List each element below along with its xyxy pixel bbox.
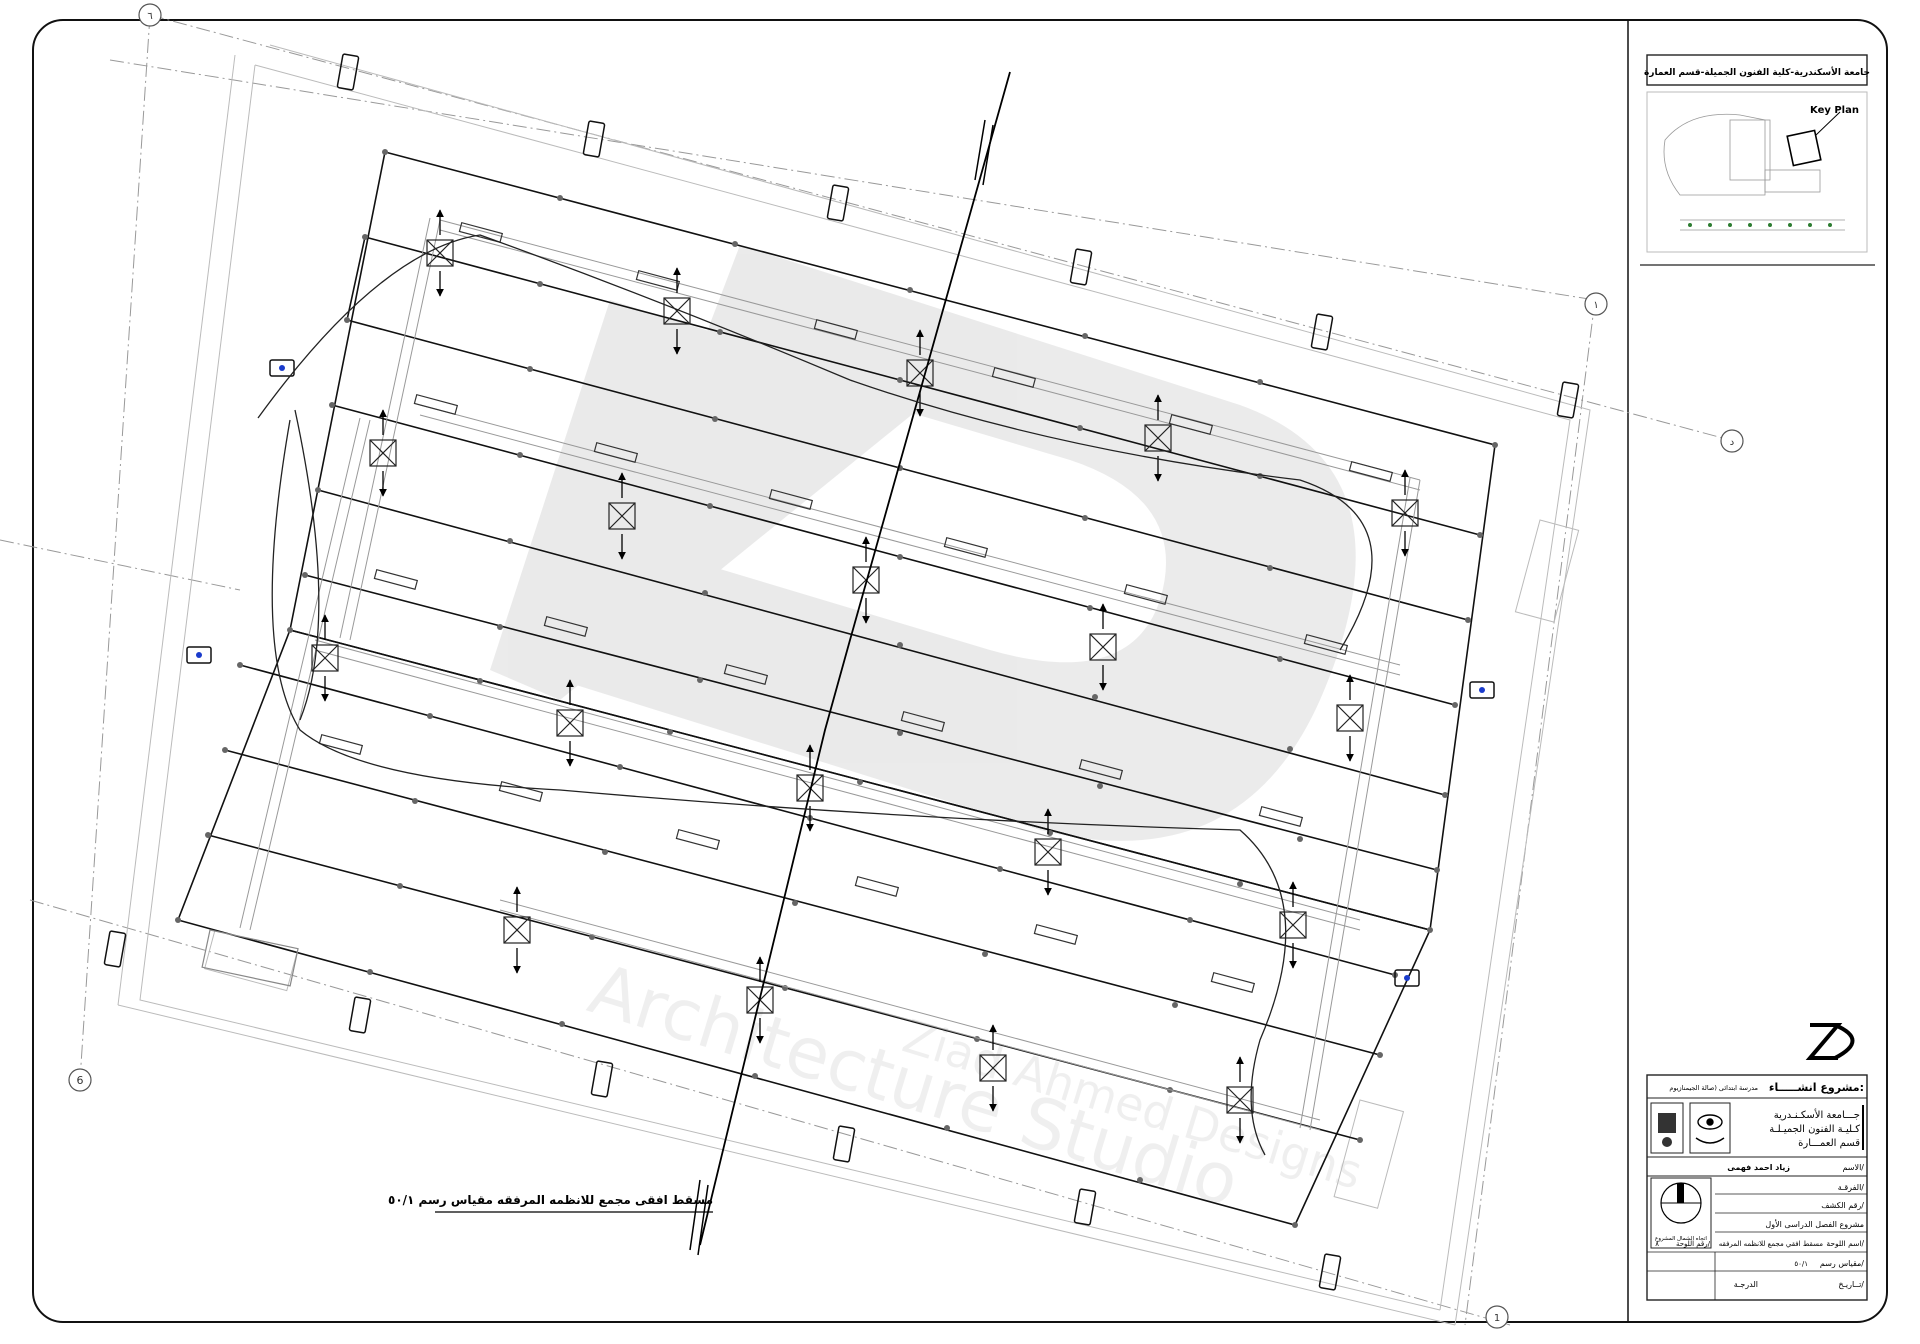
scale-value: ٥٠/١ <box>1794 1260 1808 1268</box>
uni-line-3: قسم العمـــارة <box>1798 1138 1860 1149</box>
grid-bubble-top-right: ١ <box>1593 300 1598 311</box>
grid-lines <box>0 14 1731 1326</box>
ahu-unit <box>201 929 299 987</box>
key-plan-label: Key Plan <box>1810 105 1859 116</box>
perimeter-columns <box>103 53 1580 1291</box>
key-plan-sketch <box>1663 113 1845 231</box>
scale-label: مقياس رسم/ <box>1820 1259 1864 1268</box>
grid-bubble-bottom-right: 1 <box>1494 1313 1500 1324</box>
title-block: جامعة الأسكندرية-كلية الفنون الجميلة-قسم… <box>1640 54 1875 1301</box>
list-label: رقم الكشف/ <box>1821 1201 1864 1210</box>
diffuser-arrows <box>321 209 1409 1144</box>
sheet-no-value: ٨ <box>1655 1240 1659 1248</box>
grade-mark-label: الدرجـة <box>1734 1280 1758 1289</box>
course-name: مشروع الفصل الدراسى الأول <box>1765 1219 1864 1229</box>
seal-box-left <box>1650 1102 1684 1154</box>
north-label: اتجاه الشمال المشروع <box>1655 1236 1707 1242</box>
section-cut-line <box>689 71 1011 1256</box>
electrical-circuit <box>257 234 1373 1156</box>
seal-icon <box>1658 1113 1676 1147</box>
key-plan-highlight <box>1786 129 1822 167</box>
fire-hydrant-points <box>196 365 1485 981</box>
uni-line-2: كـليـة الفنون الجميـلـة <box>1769 1124 1860 1135</box>
university-header: جامعة الأسكندرية-كلية الفنون الجميلة-قسم… <box>1644 66 1870 78</box>
seal-box-right <box>1689 1102 1731 1154</box>
north-arrow-box <box>1650 1177 1712 1249</box>
name-value: زياد احمد فهمى <box>1727 1163 1790 1172</box>
project-info-table <box>1646 1074 1868 1301</box>
light-fixtures <box>318 221 1394 993</box>
eye-emblem-icon <box>1695 1114 1725 1144</box>
grade-label: الفرقـة/ <box>1838 1183 1865 1192</box>
project-label: مشروع انشـــــاء: <box>1769 1081 1864 1094</box>
sheet-name-label: اسم اللوحة/ <box>1826 1239 1864 1248</box>
site-boundary <box>117 44 1591 1326</box>
frame-nodes <box>175 149 1498 1228</box>
sheet-name-value: مسقط افقي مجمع للانظمه المرفقه <box>1719 1240 1823 1248</box>
grid-bubble-right-mid: د <box>1730 437 1734 448</box>
project-name: مدرسة ابتدائى (صالة الجيمنازيوم <box>1669 1084 1758 1092</box>
grid-bubble-top-left: ٦ <box>147 11 152 22</box>
watermark <box>490 245 1356 841</box>
sheet-no-label: رقم اللوحة/ <box>1676 1240 1711 1248</box>
key-plan-box <box>1646 91 1868 253</box>
grid-bubbles <box>68 3 1744 1329</box>
drawing-caption: مسقط افقى مجمع للانظمه المرفقه مقياس رسم… <box>388 1193 713 1207</box>
key-plan-trees <box>1688 223 1832 227</box>
name-label: الاسم/ <box>1842 1163 1864 1172</box>
key-plan-leader <box>1815 111 1841 136</box>
studio-logo <box>1805 1023 1855 1060</box>
title-block-header-box <box>1646 54 1868 86</box>
sheet-border <box>32 19 1888 1323</box>
air-diffusers <box>311 239 1419 1114</box>
date-label: تــاريـخ/ <box>1838 1280 1864 1289</box>
uni-line-1: جـــامعة الأسكـنـدرية <box>1774 1108 1860 1121</box>
grid-bubble-left-bottom: 6 <box>77 1074 84 1087</box>
